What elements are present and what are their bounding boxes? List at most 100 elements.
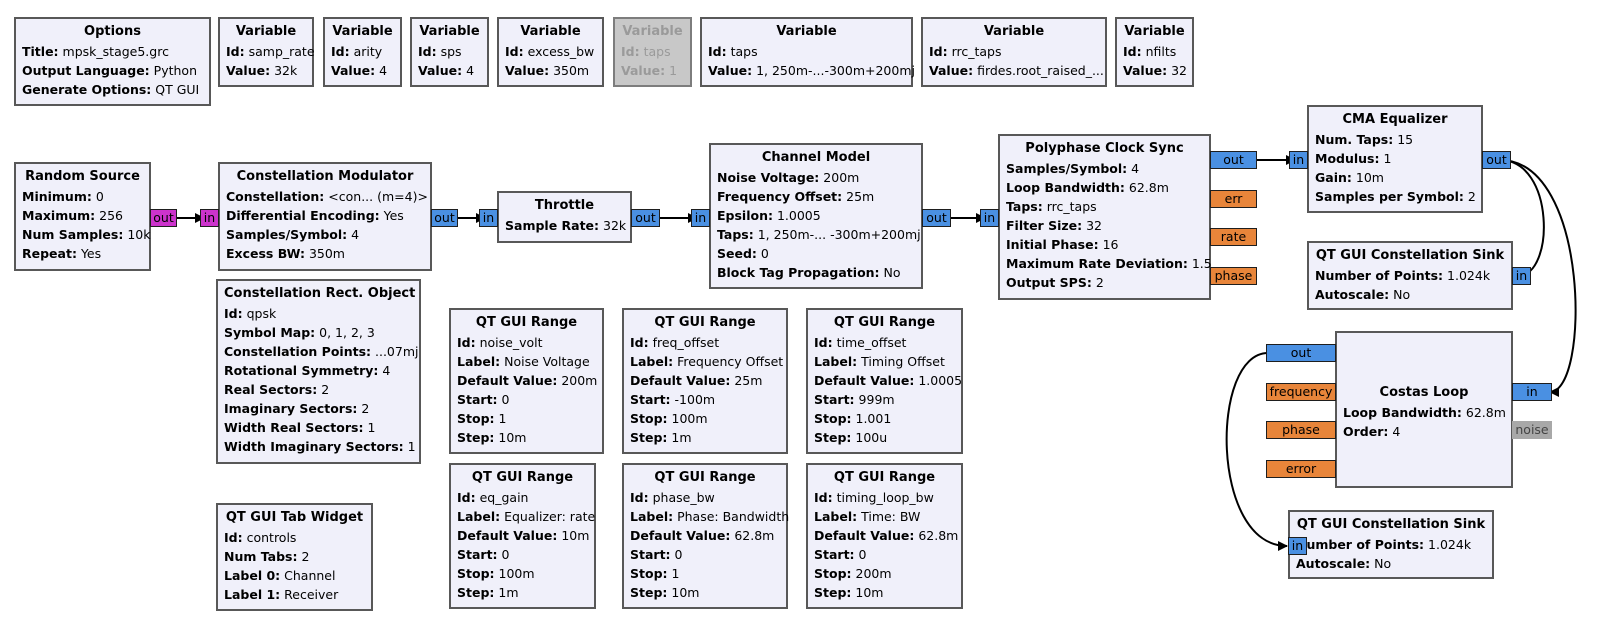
param-value: 10m [1355, 170, 1384, 185]
variable-rrc-taps[interactable]: Variable Id: rrc_taps Value: firdes.root… [921, 17, 1107, 87]
param-key: Samples per Symbol: [1315, 189, 1464, 204]
param-key: Taps: [1006, 199, 1043, 214]
cma-equalizer-block[interactable]: CMA Equalizer Num. Taps: 15 Modulus: 1 G… [1307, 105, 1483, 213]
param-key: Stop: [630, 566, 668, 581]
throttle-out-port[interactable]: out [631, 209, 660, 227]
block-title: Costas Loop [1379, 385, 1469, 400]
channel-model-block[interactable]: Channel Model Noise Voltage: 200m Freque… [709, 143, 923, 289]
options-block[interactable]: Options Title: mpsk_stage5.grc Output La… [14, 17, 211, 106]
param-value: 350m [553, 63, 590, 78]
param-value: 10m [855, 585, 884, 600]
costas-phase-port[interactable]: phase [1266, 421, 1336, 439]
param-key: Loop Bandwidth: [1006, 180, 1125, 195]
variable-taps-disabled[interactable]: Variable Id: taps Value: 1 [613, 17, 692, 87]
param-key: Id: [331, 44, 350, 59]
variable-sps[interactable]: Variable Id: sps Value: 4 [410, 17, 489, 87]
param-value: No [883, 265, 901, 280]
param-value: 62.8m [1128, 180, 1169, 195]
param-value: 100u [855, 430, 888, 445]
param-key: Autoscale: [1315, 287, 1390, 302]
constellation-modulator-block[interactable]: Constellation Modulator Constellation: <… [218, 162, 432, 271]
constellation-modulator-in-port[interactable]: in [200, 209, 219, 227]
param-value: arity [353, 44, 383, 59]
variable-excess-bw[interactable]: Variable Id: excess_bw Value: 350m [497, 17, 604, 87]
range-timing-loop-bw-block[interactable]: QT GUI Range Id: timing_loop_bw Label: T… [806, 463, 963, 609]
param-key: Gain: [1315, 170, 1352, 185]
param-value: 2 [301, 549, 310, 564]
range-time-offset-block[interactable]: QT GUI Range Id: time_offset Label: Timi… [806, 308, 963, 454]
polyphase-phase-port[interactable]: phase [1210, 267, 1257, 285]
param-key: Constellation Points: [224, 344, 372, 359]
constellation-sink-1-block[interactable]: QT GUI Constellation Sink Number of Poin… [1307, 241, 1513, 310]
param-key: Label: [457, 509, 501, 524]
constellation-sink-1-in-port[interactable]: in [1512, 267, 1531, 285]
param-value: 25m [734, 373, 763, 388]
block-title: Throttle [534, 198, 595, 213]
param-value: 1.024k [1447, 268, 1491, 283]
param-value: 1.0005 [918, 373, 963, 388]
param-value: Time: BW [861, 509, 921, 524]
range-noise-volt-block[interactable]: QT GUI Range Id: noise_volt Label: Noise… [449, 308, 604, 454]
param-key: Step: [630, 585, 668, 600]
costas-noise-port[interactable]: noise [1512, 421, 1552, 439]
param-value: 62.8m [918, 528, 959, 543]
param-value: 1 [498, 411, 507, 426]
cma-out-port[interactable]: out [1482, 151, 1511, 169]
block-title: Variable [622, 24, 683, 39]
param-value: Equalizer: rate [504, 509, 596, 524]
param-key: Num. Taps: [1315, 132, 1394, 147]
random-source-block[interactable]: Random Source Minimum: 0 Maximum: 256 Nu… [14, 162, 151, 271]
polyphase-in-port[interactable]: in [980, 209, 999, 227]
polyphase-rate-port[interactable]: rate [1210, 228, 1257, 246]
param-value: Channel [284, 568, 336, 583]
random-source-out-port[interactable]: out [150, 209, 177, 227]
param-value: 2 [321, 382, 330, 397]
param-key: Differential Encoding: [226, 208, 380, 223]
param-key: Width Real Sectors: [224, 420, 364, 435]
polyphase-out-port[interactable]: out [1210, 151, 1257, 169]
param-key: Maximum: [22, 208, 96, 223]
block-title: QT GUI Range [833, 470, 936, 485]
param-key: Number of Points: [1296, 537, 1425, 552]
throttle-block[interactable]: Throttle Sample Rate: 32k [497, 191, 632, 243]
param-value: 4 [466, 63, 475, 78]
range-eq-gain-block[interactable]: QT GUI Range Id: eq_gain Label: Equalize… [449, 463, 596, 609]
param-key: Excess BW: [226, 246, 305, 261]
param-key: Default Value: [814, 528, 915, 543]
variable-nfilts[interactable]: Variable Id: nfilts Value: 32 [1115, 17, 1194, 87]
channel-model-out-port[interactable]: out [922, 209, 951, 227]
range-phase-bw-block[interactable]: QT GUI Range Id: phase_bw Label: Phase: … [622, 463, 789, 609]
variable-samp-rate[interactable]: Variable Id: samp_rate Value: 32k [218, 17, 315, 87]
param-value: freq_offset [652, 335, 720, 350]
param-value: <con... (m=4)> [328, 189, 428, 204]
cma-in-port[interactable]: in [1289, 151, 1308, 169]
constellation-modulator-out-port[interactable]: out [431, 209, 458, 227]
costas-in-port[interactable]: in [1512, 383, 1552, 401]
block-title: Constellation Rect. Object [224, 286, 416, 301]
param-value: 2 [361, 401, 370, 416]
param-value: samp_rate [248, 44, 315, 59]
costas-out-port[interactable]: out [1266, 344, 1336, 362]
costas-frequency-port[interactable]: frequency [1266, 383, 1336, 401]
polyphase-err-port[interactable]: err [1210, 190, 1257, 208]
tab-widget-block[interactable]: QT GUI Tab Widget Id: controls Num Tabs:… [216, 503, 373, 611]
param-value: 999m [858, 392, 895, 407]
throttle-in-port[interactable]: in [479, 209, 498, 227]
param-key: Epsilon: [717, 208, 773, 223]
param-value: noise_volt [479, 335, 543, 350]
channel-model-in-port[interactable]: in [691, 209, 710, 227]
costas-loop-block[interactable]: Costas Loop Loop Bandwidth: 62.8m Order:… [1335, 331, 1513, 488]
param-key: Samples/Symbol: [1006, 161, 1128, 176]
constellation-sink-2-in-port[interactable]: in [1288, 537, 1307, 555]
range-freq-offset-block[interactable]: QT GUI Range Id: freq_offset Label: Freq… [622, 308, 788, 454]
constellation-rect-object-block[interactable]: Constellation Rect. Object Id: qpsk Symb… [216, 279, 421, 464]
param-value: 16 [1102, 237, 1119, 252]
constellation-sink-2-block[interactable]: QT GUI Constellation Sink Number of Poin… [1288, 510, 1494, 579]
variable-arity[interactable]: Variable Id: arity Value: 4 [323, 17, 402, 87]
variable-taps[interactable]: Variable Id: taps Value: 1, 250m-...-300… [700, 17, 915, 87]
block-title: Variable [983, 24, 1045, 39]
param-value: Frequency Offset [677, 354, 784, 369]
param-key: Id: [621, 44, 640, 59]
polyphase-clock-sync-block[interactable]: Polyphase Clock Sync Samples/Symbol: 4 L… [998, 134, 1212, 300]
costas-error-port[interactable]: error [1266, 460, 1336, 478]
